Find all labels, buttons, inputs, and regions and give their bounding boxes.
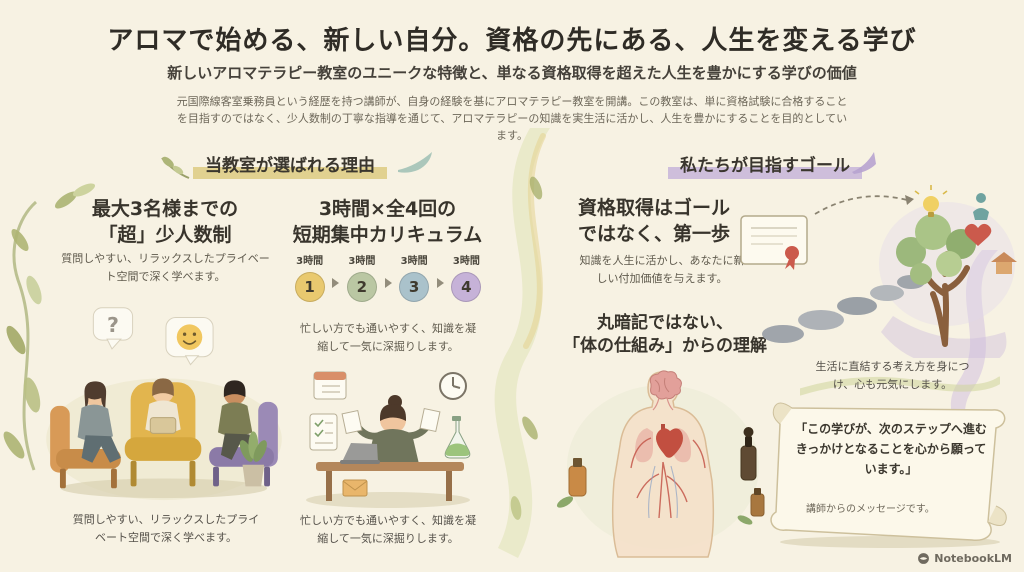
dropper-bottle-icon bbox=[740, 427, 757, 481]
lightbulb-icon bbox=[914, 185, 948, 217]
sprig-icon bbox=[161, 156, 190, 179]
curriculum-step-4: 3時間 4 bbox=[447, 252, 486, 302]
person-icon bbox=[973, 193, 989, 220]
arrow-right-icon bbox=[384, 278, 392, 288]
purple-swash-decoration bbox=[946, 250, 998, 450]
page-subtitle: 新しいアロマテラピー教室のユニークな特徴と、単なる資格取得を超えた人生を豊かにす… bbox=[167, 64, 857, 82]
green-wave-decoration bbox=[800, 376, 1000, 396]
student-left bbox=[50, 381, 121, 489]
brain-icon bbox=[649, 370, 682, 400]
feature-title-line: 「体の仕組み」からの理解 bbox=[563, 335, 767, 356]
caption-curriculum: 忙しい方でも通いやすく、知識を凝縮して一気に深掘りします。 bbox=[300, 514, 476, 545]
group-lesson-illustration: ? bbox=[38, 292, 290, 504]
checklist-icon bbox=[309, 413, 338, 451]
feature-title-line: 短期集中カリキュラム bbox=[292, 223, 483, 246]
instructor-quote: 「この学びが、次のステップへ進むきっかけとなることを心から願っています。」 bbox=[795, 422, 987, 476]
feature-title-body-mechanism: 丸暗記ではない、 「体の仕組み」からの理解 bbox=[545, 312, 785, 358]
oil-bottle-small-icon bbox=[737, 488, 765, 525]
curriculum-step-3: 3時間 3 bbox=[395, 252, 434, 302]
step-number-badge: 4 bbox=[451, 272, 482, 302]
feature-title-curriculum: 3時間×全4回の 短期集中カリキュラム bbox=[290, 197, 485, 248]
step-number-badge: 3 bbox=[399, 272, 430, 302]
busy-study-illustration bbox=[296, 362, 481, 510]
purple-pennant-icon bbox=[852, 152, 876, 174]
arrow-right-icon bbox=[332, 278, 340, 288]
heart-anatomy-icon bbox=[656, 424, 683, 458]
feature-title-line: ではなく、第一歩 bbox=[578, 222, 731, 245]
step-duration-label: 3時間 bbox=[296, 256, 324, 267]
leaf-pair-decoration bbox=[54, 183, 96, 209]
certificate-icon bbox=[740, 215, 808, 270]
feature-title-first-step: 資格取得はゴール ではなく、第一歩 bbox=[578, 196, 768, 247]
growth-path-illustration bbox=[735, 176, 1020, 358]
calendar-icon bbox=[313, 371, 347, 400]
veins bbox=[648, 465, 678, 519]
watermark: NotebookLM bbox=[917, 552, 1012, 565]
step-number-badge: 1 bbox=[294, 272, 325, 302]
flask-icon bbox=[444, 416, 471, 459]
oil-bottle-left-icon bbox=[556, 458, 587, 508]
desk bbox=[316, 462, 464, 471]
center-swash-decoration bbox=[494, 128, 550, 558]
feature-title-line: 「超」少人数制 bbox=[98, 223, 232, 246]
blood-vessels bbox=[630, 437, 706, 519]
clock-icon bbox=[439, 372, 467, 400]
growth-tree bbox=[896, 185, 1017, 347]
left-vine-decoration bbox=[3, 200, 42, 471]
stepping-stones bbox=[762, 275, 925, 343]
feature-desc-small-group: 質問しやすい、リラックスしたプライベート空間で深く学べます。 bbox=[61, 252, 270, 283]
instructor-quote-caption: 講師からのメッセージです。 bbox=[806, 504, 935, 515]
step-duration-label: 3時間 bbox=[400, 256, 428, 267]
curriculum-step-2: 3時間 2 bbox=[342, 252, 381, 302]
step-number-badge: 2 bbox=[346, 272, 377, 302]
intro-paragraph: 元国際線客室乗務員という経歴を持つ講師が、自身の経験を基にアロマテラピー教室を開… bbox=[176, 95, 848, 143]
potted-plant bbox=[239, 431, 267, 487]
laptop-icon bbox=[342, 443, 378, 462]
question-bubble: ? bbox=[92, 307, 134, 350]
heart-icon bbox=[964, 223, 992, 246]
step-duration-label: 3時間 bbox=[348, 256, 376, 267]
feature-title-small-group: 最大3名様までの 「超」少人数制 bbox=[85, 197, 245, 248]
watermark-label: NotebookLM bbox=[934, 552, 1012, 565]
feature-desc-first-step: 知識を人生に活かし、あなたに新しい付加価値を与えます。 bbox=[579, 254, 745, 285]
curriculum-step-1: 3時間 1 bbox=[290, 252, 329, 302]
feature-title-line: 丸暗記ではない、 bbox=[597, 313, 733, 333]
tree-caption: 生活に直結する考え方を身につけ、心も元気にします。 bbox=[815, 360, 970, 391]
feature-title-line: 3時間×全4回の bbox=[318, 198, 457, 220]
envelope-icon bbox=[342, 479, 368, 497]
instructor-middle bbox=[124, 378, 202, 487]
smiley-bubble bbox=[165, 317, 214, 366]
svg-text:?: ? bbox=[107, 313, 119, 337]
feature-desc-curriculum: 忙しい方でも通いやすく、知識を凝縮して一気に深掘りします。 bbox=[300, 322, 476, 353]
dashed-arrow bbox=[814, 195, 908, 215]
section-header-reasons: 当教室が選ばれる理由 bbox=[193, 148, 387, 181]
caption-small-group: 質問しやすい、リラックスしたプライベート空間で深く学べます。 bbox=[72, 513, 260, 544]
feature-title-line: 最大3名様までの bbox=[91, 198, 239, 220]
teal-wing-icon bbox=[398, 152, 432, 173]
house-icon bbox=[991, 252, 1017, 274]
studying-woman bbox=[341, 395, 441, 464]
body-anatomy-illustration bbox=[555, 362, 770, 562]
notebooklm-logo-icon bbox=[918, 553, 930, 564]
instructor-message-scroll: 「この学びが、次のステップへ進むきっかけとなることを心から願っています。」 講師… bbox=[766, 392, 1014, 550]
page-title: アロマで始める、新しい自分。資格の先にある、人生を変える学び bbox=[107, 26, 917, 56]
step-duration-label: 3時間 bbox=[452, 256, 480, 267]
scroll-parchment bbox=[770, 402, 1007, 548]
arrow-right-icon bbox=[436, 278, 444, 288]
feature-title-line: 資格取得はゴール bbox=[578, 197, 731, 219]
section-header-goals: 私たちが目指すゴール bbox=[668, 148, 862, 181]
curriculum-steps: 3時間 1 3時間 2 3時間 3 3時間 4 bbox=[290, 252, 486, 302]
